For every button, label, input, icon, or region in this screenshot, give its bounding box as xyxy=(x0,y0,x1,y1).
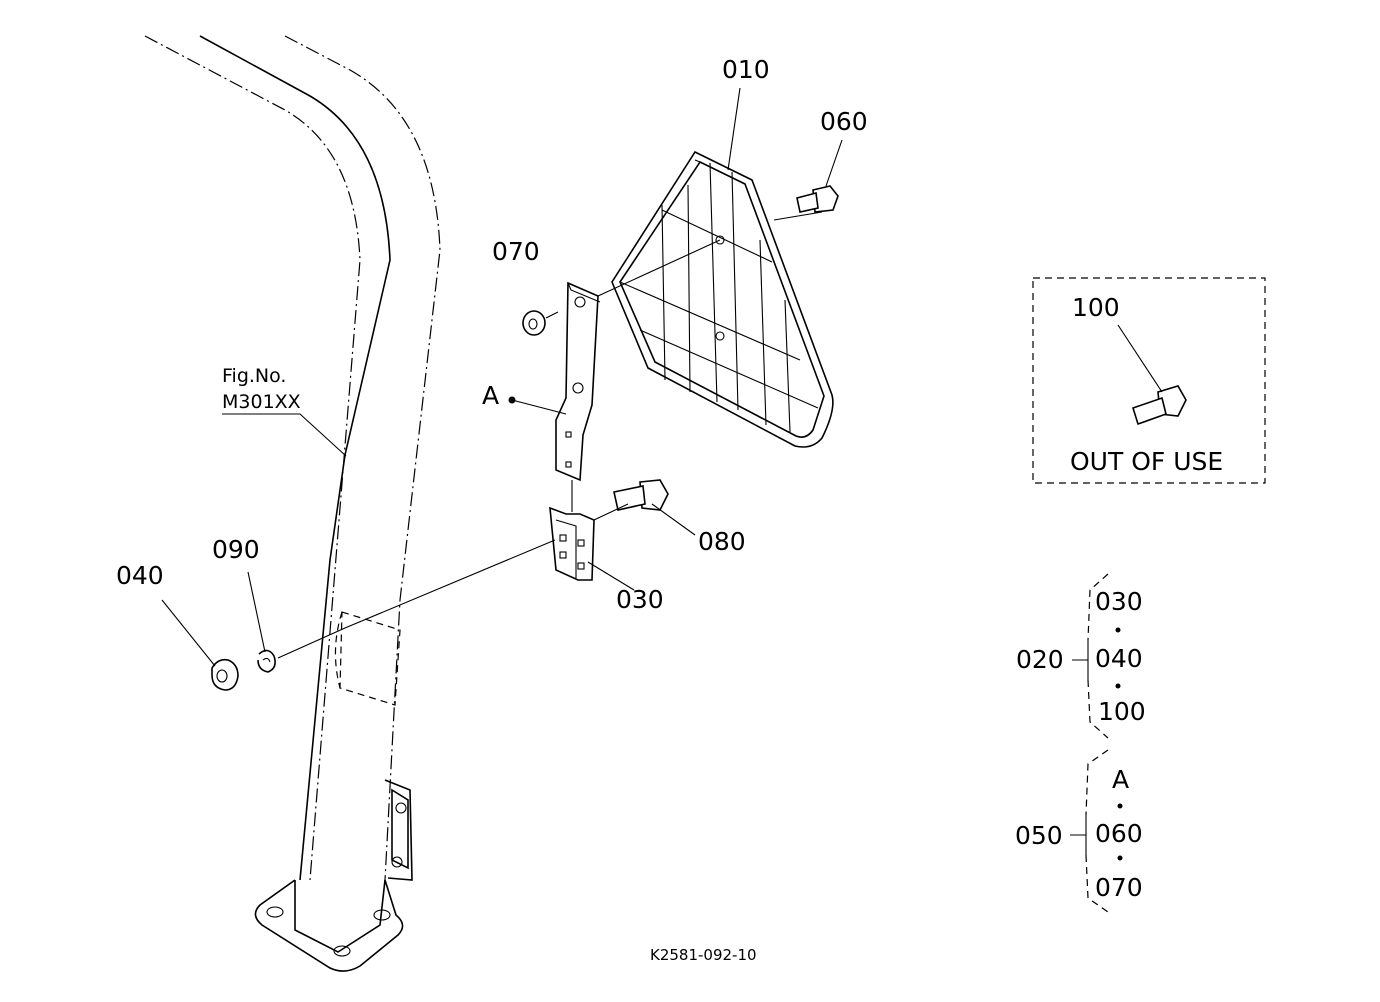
frame-pillar-icon xyxy=(144,35,441,972)
assembly-020-item-1: 030 xyxy=(1095,587,1143,616)
callout-080: 080 xyxy=(698,527,746,556)
callout-A: A xyxy=(482,381,499,410)
assembly-020-id: 020 xyxy=(1016,645,1064,674)
mirror-grid-icon xyxy=(611,150,834,448)
drawing-number: K2581-092-10 xyxy=(650,946,757,964)
assembly-group-050: 050 A 060 070 xyxy=(1015,749,1143,913)
assembly-group-020: 020 030 040 100 xyxy=(1016,573,1146,739)
callout-060: 060 xyxy=(820,107,868,136)
out-of-use-label: OUT OF USE xyxy=(1070,447,1223,476)
assembly-050-id: 050 xyxy=(1015,821,1063,850)
bracket-icon xyxy=(555,281,601,512)
nut-icon xyxy=(211,658,239,691)
clamp-icon xyxy=(549,506,595,581)
nut-icon xyxy=(522,310,546,336)
out-of-use-part: 100 xyxy=(1072,293,1120,322)
assembly-050-item-2: 060 xyxy=(1095,819,1143,848)
assembly-050-item-3: 070 xyxy=(1095,873,1143,902)
callout-070: 070 xyxy=(492,237,540,266)
out-of-use-box xyxy=(1032,277,1266,484)
assembly-020-item-2: 040 xyxy=(1095,644,1143,673)
bolt-icon xyxy=(796,185,839,213)
callout-010: 010 xyxy=(722,55,770,84)
callout-030: 030 xyxy=(616,585,664,614)
assembly-050-item-1: A xyxy=(1112,765,1129,794)
figure-ref-line1: Fig.No. xyxy=(222,365,286,387)
lock-washer-icon xyxy=(257,649,276,673)
callout-090: 090 xyxy=(212,535,260,564)
figure-ref-line2: M301XX xyxy=(222,391,301,413)
assembly-020-item-3: 100 xyxy=(1098,697,1146,726)
bolt-icon xyxy=(613,479,669,511)
bolt-icon xyxy=(1132,385,1187,426)
callout-040: 040 xyxy=(116,561,164,590)
